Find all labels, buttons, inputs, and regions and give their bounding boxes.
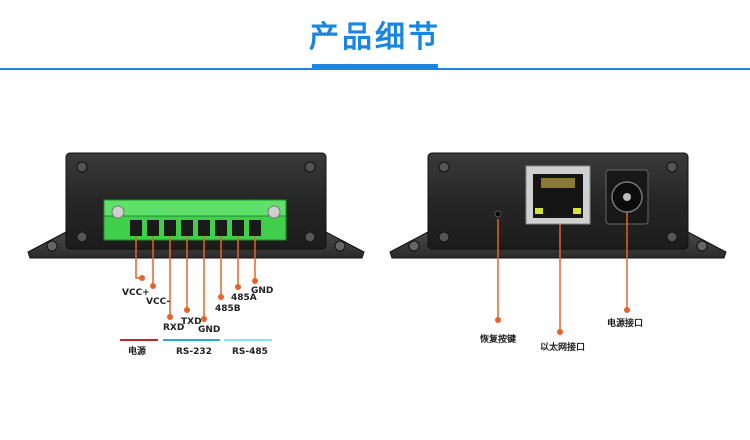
- pin-label-rxd: RXD: [163, 323, 184, 333]
- terminal-socket: [232, 220, 244, 236]
- reset-pinhole: [494, 210, 502, 218]
- terminal-socket: [164, 220, 176, 236]
- pin-label-gnd-232: GND: [198, 325, 220, 335]
- reset-button-label: 恢复按键: [480, 333, 517, 345]
- right-flange-hole-right: [696, 240, 708, 252]
- group-label-rs485: RS-485: [232, 347, 268, 357]
- right-callout-lines: [497, 212, 628, 332]
- terminal-socket: [181, 220, 193, 236]
- callout-dot-reset: [495, 317, 501, 323]
- right-screw-top-right: [666, 161, 678, 173]
- title-underline-accent: [312, 64, 438, 70]
- pin-label-gnd-485: GND: [251, 286, 273, 296]
- left-screw-bottom-left: [76, 231, 88, 243]
- terminal-flange-screw-left: [111, 205, 125, 219]
- pin-callout-lines: [135, 236, 256, 319]
- ethernet-port-contacts: [541, 178, 575, 188]
- group-label-rs232: RS-232: [176, 347, 212, 357]
- terminal-socket: [147, 220, 159, 236]
- callout-dot-ethernet: [557, 329, 563, 335]
- callout-dot-txd: [184, 307, 190, 313]
- section-title: 产品细节: [309, 20, 441, 55]
- pin-label-485b: 485B: [215, 304, 241, 314]
- ethernet-port-label: 以太网接口: [540, 341, 585, 353]
- right-flange-hole-left: [408, 240, 420, 252]
- pin-label-vcc-minus: VCC-: [146, 297, 170, 307]
- group-label-power: 电源: [128, 345, 146, 357]
- ethernet-port: [525, 165, 591, 225]
- callout-dot-vcc-minus: [150, 283, 156, 289]
- terminal-flange-screw-right: [267, 205, 281, 219]
- left-flange-hole-left: [46, 240, 58, 252]
- left-screw-bottom-right: [304, 231, 316, 243]
- right-device: [389, 152, 727, 259]
- callout-dot-gnd-232: [201, 316, 207, 322]
- terminal-socket: [198, 220, 210, 236]
- right-screw-bottom-right: [666, 231, 678, 243]
- pin-callout-dots: [139, 275, 258, 322]
- terminal-sockets: [130, 220, 261, 236]
- ethernet-led-left: [535, 208, 543, 214]
- terminal-socket: [130, 220, 142, 236]
- right-screw-bottom-left: [438, 231, 450, 243]
- left-flange-hole-right: [334, 240, 346, 252]
- callout-dot-485b: [218, 294, 224, 300]
- callout-dot-power: [624, 307, 630, 313]
- left-device: [27, 152, 365, 259]
- dc-power-jack: [605, 169, 649, 225]
- pin-label-485a: 485A: [231, 293, 257, 303]
- callout-dot-gnd-485: [252, 278, 258, 284]
- callout-dot-485a: [235, 284, 241, 290]
- pin-label-txd: TXD: [181, 317, 202, 327]
- ethernet-led-right: [573, 208, 581, 214]
- callout-dot-vcc-plus: [139, 275, 145, 281]
- terminal-socket: [215, 220, 227, 236]
- right-screw-top-left: [438, 161, 450, 173]
- dc-jack-pin: [623, 193, 631, 201]
- left-screw-top-right: [304, 161, 316, 173]
- power-port-label: 电源接口: [607, 317, 643, 329]
- pin-label-vcc-plus: VCC+: [122, 288, 150, 298]
- callout-dot-rxd: [167, 314, 173, 320]
- terminal-socket: [249, 220, 261, 236]
- left-screw-top-left: [76, 161, 88, 173]
- terminal-block-top: [103, 199, 287, 217]
